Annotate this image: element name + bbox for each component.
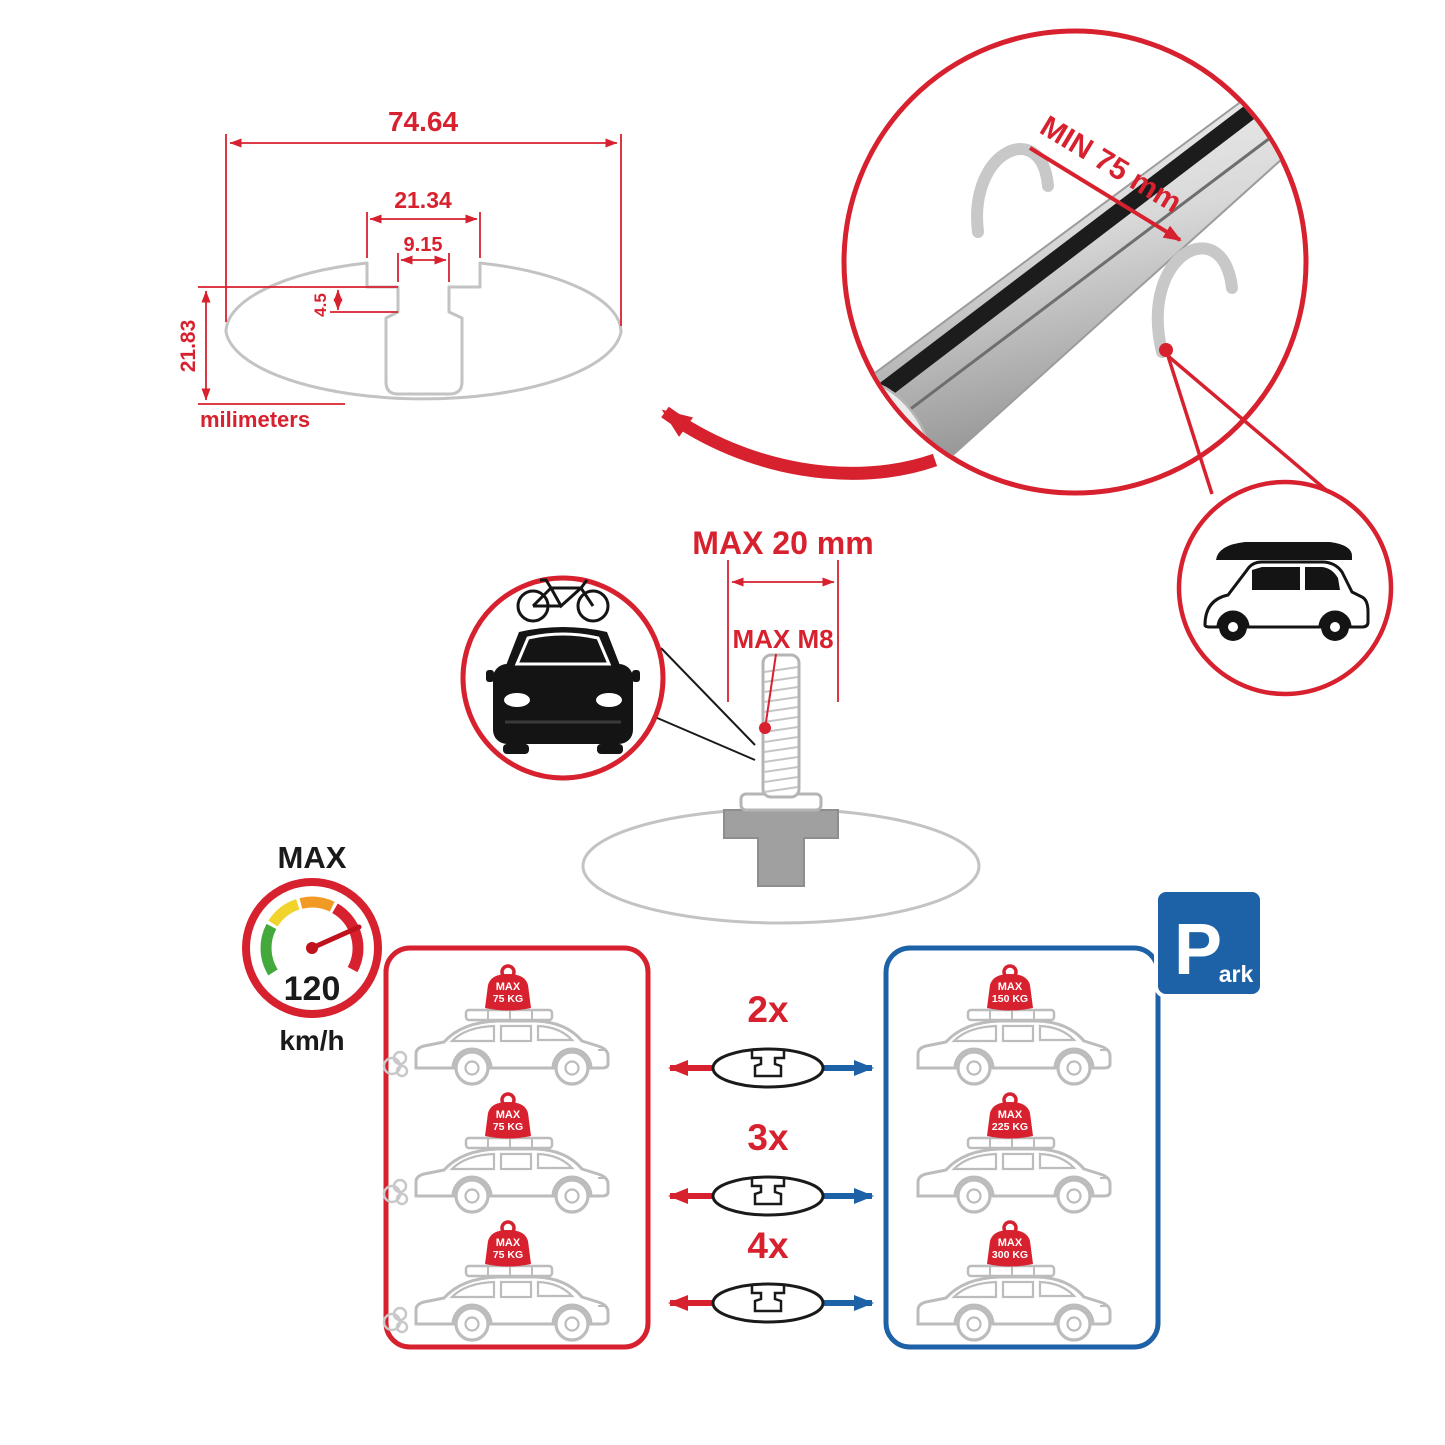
parked-load-panel: MAX 150 KG MAX 225 KG MAX 300 KG P ark: [883, 888, 1264, 1350]
park-suffix: ark: [1219, 961, 1254, 987]
park-letter: P: [1174, 910, 1222, 990]
badge-driving-3-line1: MAX: [496, 1237, 521, 1249]
clamp-strap-upper: [971, 143, 1054, 238]
bolt-thread-label: MAX M8: [732, 624, 833, 654]
bicycle-icon: [516, 578, 610, 623]
roof-box: [1216, 542, 1352, 560]
thread-point-dot: [759, 722, 771, 734]
badge-parked-1-line1: MAX: [998, 981, 1023, 993]
gauge-needle: [309, 924, 362, 951]
dim-height: 21.83: [177, 320, 200, 373]
badge-driving-3-line2: 75 KG: [493, 1249, 523, 1261]
clamp-strap-lower: [1151, 242, 1238, 358]
clamp-point-dot: [1159, 343, 1173, 357]
speed-unit: km/h: [279, 1025, 344, 1056]
suv-hub-rear: [1228, 622, 1238, 632]
car-front-icon: [486, 627, 640, 754]
callout-line-left: [1166, 355, 1214, 495]
speed-max-label: MAX: [278, 840, 347, 875]
badge-parked-1-line2: 150 KG: [992, 993, 1028, 1005]
badge-driving-1-line1: MAX: [496, 981, 521, 993]
multiplier-3x: 3x: [747, 1117, 789, 1158]
crossbar-section-icon-1: [711, 1047, 825, 1089]
badge-driving-2-line2: 75 KG: [493, 1121, 523, 1133]
multiplier-4x: 4x: [747, 1225, 789, 1266]
gauge-arc-green: [260, 923, 278, 976]
suv-roofbox-circle: [1176, 479, 1394, 697]
multiplier-2x: 2x: [747, 989, 789, 1030]
gauge-arc-orange: [299, 896, 335, 912]
gauge-pivot: [306, 942, 318, 954]
bike-car-circle: [460, 575, 666, 781]
crossbar-count-row-2: 3x: [668, 1117, 874, 1217]
dim-slot-width: 9.15: [404, 234, 443, 256]
dim-lip-depth: 4.5: [311, 293, 330, 317]
suv-window-rear: [1305, 567, 1340, 590]
park-sign: P ark: [1154, 888, 1264, 998]
park-sign-plate: [1154, 888, 1264, 998]
crossbar-photo-circle: MIN 75 mm: [841, 28, 1309, 496]
dim-channel-width: 21.34: [394, 187, 452, 213]
bike-callout-line-2: [647, 713, 756, 761]
cross-section-diagram: 74.64 21.34 9.15 4.5 21.83 milimeters: [177, 106, 623, 432]
gauge-arc-yellow: [268, 899, 300, 927]
suv-window-front: [1252, 567, 1300, 590]
badge-parked-2-line1: MAX: [998, 1109, 1023, 1121]
crossbar-count-row-1: 2x: [668, 989, 874, 1089]
bar-channel-shadow: [879, 136, 1271, 434]
rubber-strip: [860, 100, 1262, 412]
thread-leader-line: [765, 653, 777, 723]
speed-value: 120: [284, 970, 341, 1008]
badge-parked-3-line1: MAX: [998, 1237, 1023, 1249]
suv-hub-front: [1330, 622, 1340, 632]
crossbar-count-row-3: 4x: [668, 1225, 874, 1324]
crossbar-profile-outline: [224, 261, 623, 401]
gauge-arc-red: [332, 903, 364, 973]
units-label: milimeters: [200, 407, 310, 432]
crossbar-section-icon-2: [711, 1175, 825, 1217]
driving-load-panel: MAX 75 KG MAX 75 KG MAX 75 KG: [382, 945, 651, 1350]
min-clamp-arrow: [1028, 146, 1182, 242]
badge-parked-2-line2: 225 KG: [992, 1121, 1028, 1133]
callout-line-right: [1166, 354, 1354, 514]
dim-width-total: 74.64: [388, 106, 458, 137]
bolt-diagram: MAX 20 mm MAX M8: [581, 525, 981, 925]
bike-callout-line-1: [660, 647, 756, 746]
badge-parked-3-line2: 300 KG: [992, 1249, 1028, 1261]
crossbar-section-icon-3: [711, 1282, 825, 1324]
bar-to-drawing-arrow: [661, 406, 938, 480]
bolt-max-width-label: MAX 20 mm: [692, 525, 873, 561]
badge-driving-1-line2: 75 KG: [493, 993, 523, 1005]
speedometer: MAX 120 km/h: [242, 840, 382, 1056]
bolt-threads: [763, 666, 799, 793]
t-slot-nut: [723, 809, 839, 887]
badge-driving-2-line1: MAX: [496, 1109, 521, 1121]
